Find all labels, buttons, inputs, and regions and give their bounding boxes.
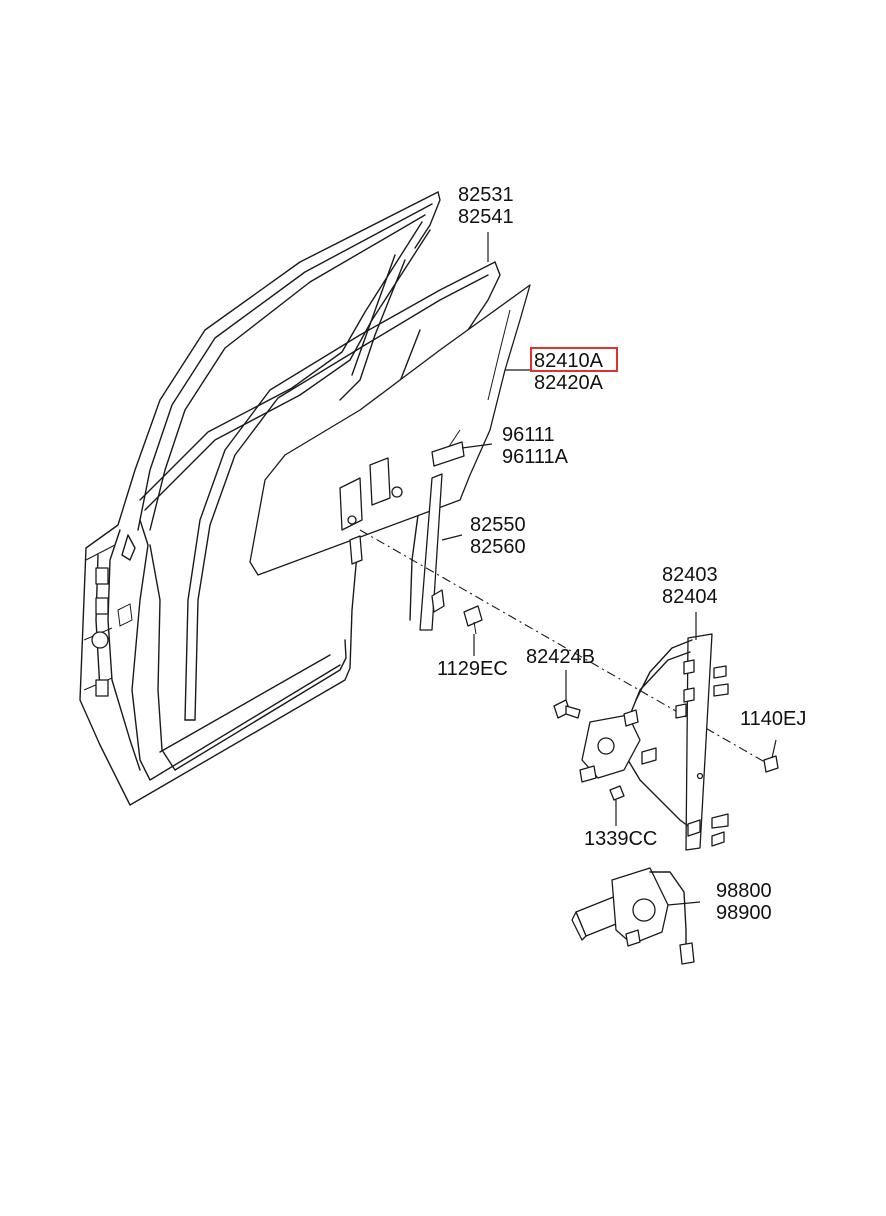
bolt-82424b xyxy=(553,699,581,719)
callout-line-2: 98900 xyxy=(716,902,772,924)
callout-82550: 82550 82560 xyxy=(470,514,526,558)
door-glass xyxy=(249,284,531,576)
callout-line-2: 82420A xyxy=(534,372,603,394)
callout-line-1: 1140EJ xyxy=(740,708,807,730)
callout-line-1: 98800 xyxy=(716,880,772,902)
callout-96111: 96111 96111A xyxy=(502,424,568,468)
highlight-box xyxy=(530,347,618,372)
callout-line-1: 96111 xyxy=(502,424,555,446)
callout-line-1: 82410A xyxy=(534,350,603,372)
bolt-1129ec xyxy=(463,605,483,635)
callout-line-2: 82541 xyxy=(458,206,514,228)
callout-line-1: 82403 xyxy=(662,564,718,586)
callout-line-1: 82550 xyxy=(470,514,526,536)
glass-run-channel xyxy=(419,473,445,631)
window-motor xyxy=(571,867,695,965)
callout-line-1: 82424B xyxy=(526,646,595,668)
callout-82403: 82403 82404 xyxy=(662,564,718,608)
callout-98800: 98800 98900 xyxy=(716,880,772,924)
callout-1129ec: 1129EC xyxy=(437,658,508,680)
callout-1339cc: 1339CC xyxy=(584,828,657,850)
callout-82410a[interactable]: 82410A 82420A xyxy=(534,350,603,394)
callout-line-1: 82531 xyxy=(458,184,514,206)
callout-line-1: 1339CC xyxy=(584,828,658,850)
callout-line-2: 82404 xyxy=(662,586,718,608)
window-regulator xyxy=(579,633,729,851)
door-panel xyxy=(79,191,441,806)
bolt-1140ej xyxy=(763,755,779,773)
nut-1339cc xyxy=(609,785,625,801)
callout-line-1: 1129EC xyxy=(437,658,508,680)
callout-82531: 82531 82541 xyxy=(458,184,514,228)
callout-line-2: 96111A xyxy=(502,446,568,468)
callout-82424b: 82424B xyxy=(526,646,595,668)
leader-lines xyxy=(441,232,777,906)
callout-1140ej: 1140EJ xyxy=(740,708,806,730)
callout-line-2: 82560 xyxy=(470,536,526,558)
